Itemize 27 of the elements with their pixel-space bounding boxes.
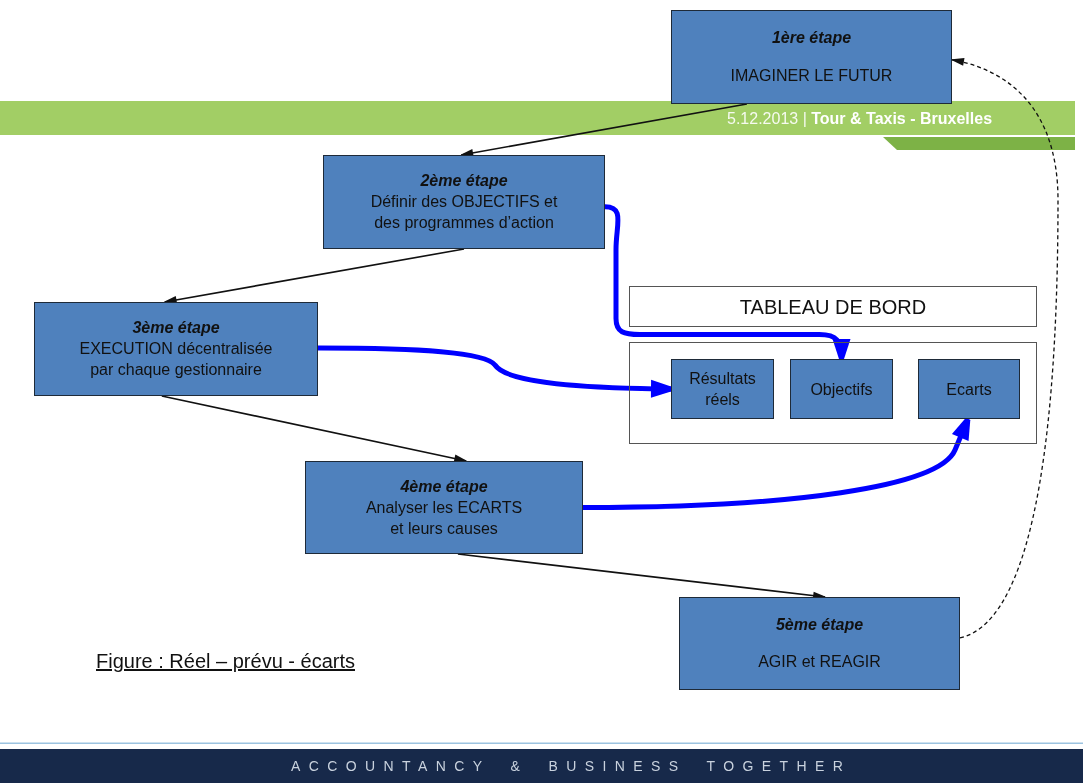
process-box	[671, 10, 952, 104]
metric-label: Ecarts	[946, 379, 992, 400]
figure-caption: Figure : Réel – prévu - écarts	[96, 649, 355, 673]
step-text: Définir des OBJECTIFS et des programmes d’action	[369, 192, 559, 233]
metric-label: Résultats réels	[688, 369, 757, 410]
dashboard-title: TABLEAU DE BORD	[739, 294, 927, 319]
step-heading: 5ème étape	[775, 614, 864, 635]
step-text: EXECUTION décentralisée par chaque gestionnaire	[78, 339, 274, 380]
step-heading: 2ème étape	[420, 171, 508, 191]
step-text: Analyser les ECARTS et leurs causes	[364, 497, 524, 539]
metric-box	[671, 359, 774, 419]
step-heading: 1ère étape	[771, 28, 852, 48]
metric-box	[790, 359, 893, 419]
tagline: ACCOUNTANCY & BUSINESS TOGETHER	[291, 757, 852, 775]
title-box	[629, 286, 1037, 327]
process-box	[34, 302, 318, 396]
step-text: IMAGINER LE FUTUR	[730, 66, 893, 86]
metric-label: Objectifs	[810, 379, 873, 400]
metric-box	[918, 359, 1020, 419]
process-box	[305, 461, 583, 554]
step-text: AGIR et REAGIR	[758, 652, 881, 673]
step-heading: 4ème étape	[400, 476, 488, 497]
event-date-venue: 5.12.2013 | Tour & Taxis - Bruxelles	[727, 109, 993, 129]
dashboard-panel	[629, 342, 1037, 444]
process-box	[679, 597, 960, 690]
step-heading: 3ème étape	[132, 318, 220, 338]
process-box	[323, 155, 605, 249]
